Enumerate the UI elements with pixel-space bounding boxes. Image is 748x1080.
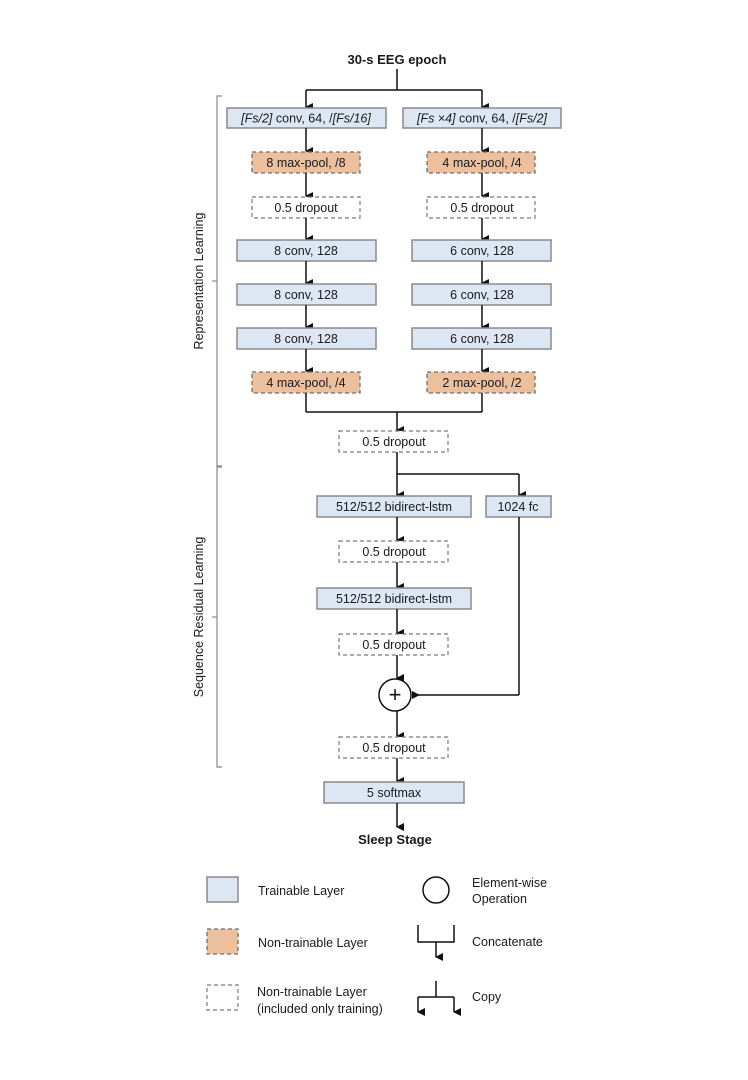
concatenate-merge [305, 393, 483, 434]
legend-non-trainable-swatch [206, 928, 239, 955]
copy-split-top [305, 69, 489, 111]
legend-elementwise-icon [422, 876, 450, 904]
left-maxpool-1-label: 8 max-pool, /8 [266, 156, 345, 170]
right-maxpool-1-label: 4 max-pool, /4 [442, 156, 521, 170]
right-dropout-label: 0.5 dropout [450, 201, 514, 215]
merged-dropout-1-label: 0.5 dropout [362, 435, 426, 449]
right-maxpool-2-label: 2 max-pool, /2 [442, 376, 521, 390]
legend-trainable-swatch [206, 876, 239, 903]
left-conv-3-label: 8 conv, 128 [274, 332, 338, 346]
legend-concatenate-label: Concatenate [472, 935, 543, 949]
sequence-residual-learning-label: Sequence Residual Learning [192, 537, 206, 698]
lstm-layer-1-label: 512/512 bidirect-lstm [336, 500, 452, 514]
merged-dropout-1 [338, 430, 449, 453]
right-conv-1-label: 6 conv, 128 [450, 244, 514, 258]
legend: Trainable Layer Non-trainable Layer Non-… [206, 876, 547, 1016]
merged-dropout-4-label: 0.5 dropout [362, 741, 426, 755]
softmax-layer-label: 5 softmax [367, 786, 422, 800]
left-branch: [Fs/2] conv, 64, /[Fs/16] 8 max-pool, /8… [226, 107, 387, 394]
fc-layer-label: 1024 fc [497, 500, 538, 514]
legend-dropout-label-1: Non-trainable Layer [257, 985, 367, 999]
legend-concatenate-icon [417, 925, 455, 961]
elementwise-add-node [378, 678, 412, 712]
representation-learning-label: Representation Learning [192, 213, 206, 350]
legend-copy-icon [417, 981, 461, 1016]
output-label: Sleep Stage [358, 832, 432, 847]
right-conv-2-label: 6 conv, 128 [450, 288, 514, 302]
right-dropout [426, 196, 536, 219]
softmax-layer [323, 781, 465, 804]
left-conv-2-label: 8 conv, 128 [274, 288, 338, 302]
left-maxpool-2-label: 4 max-pool, /4 [266, 376, 345, 390]
merged-dropout-4 [338, 736, 449, 759]
left-dropout-label: 0.5 dropout [274, 201, 338, 215]
plus-icon: + [389, 682, 402, 707]
legend-dropout-swatch [206, 984, 239, 1011]
lstm-layer-2 [316, 587, 472, 610]
merged-dropout-2-label: 0.5 dropout [362, 545, 426, 559]
right-maxpool-1 [426, 151, 536, 174]
merged-dropout-3 [338, 633, 449, 656]
merged-dropout-2 [338, 540, 449, 563]
legend-elementwise-label-1: Element-wise [472, 876, 547, 890]
merged-dropout-3-label: 0.5 dropout [362, 638, 426, 652]
right-conv-input-label: [Fs ×4] conv, 64, /[Fs/2] [416, 112, 548, 126]
left-conv-input-label: [Fs/2] conv, 64, /[Fs/16] [240, 112, 371, 126]
input-title: 30-s EEG epoch [348, 52, 447, 67]
lstm-layer-1 [316, 495, 472, 518]
right-maxpool-2 [426, 371, 536, 394]
sequence-bracket: Sequence Residual Learning [192, 466, 222, 768]
legend-dropout-label-2: (included only training) [257, 1002, 383, 1016]
right-branch: [Fs ×4] conv, 64, /[Fs/2] 4 max-pool, /4… [402, 107, 562, 394]
legend-trainable-label: Trainable Layer [258, 884, 344, 898]
representation-bracket: Representation Learning [192, 95, 222, 467]
legend-elementwise-label-2: Operation [472, 892, 527, 906]
legend-non-trainable-label: Non-trainable Layer [258, 936, 368, 950]
left-conv-1-label: 8 conv, 128 [274, 244, 338, 258]
lstm-layer-2-label: 512/512 bidirect-lstm [336, 592, 452, 606]
legend-copy-label: Copy [472, 990, 502, 1004]
sequence-path: 0.5 dropout 512/512 bidirect-lstm 1024 f… [316, 430, 552, 847]
right-conv-3-label: 6 conv, 128 [450, 332, 514, 346]
